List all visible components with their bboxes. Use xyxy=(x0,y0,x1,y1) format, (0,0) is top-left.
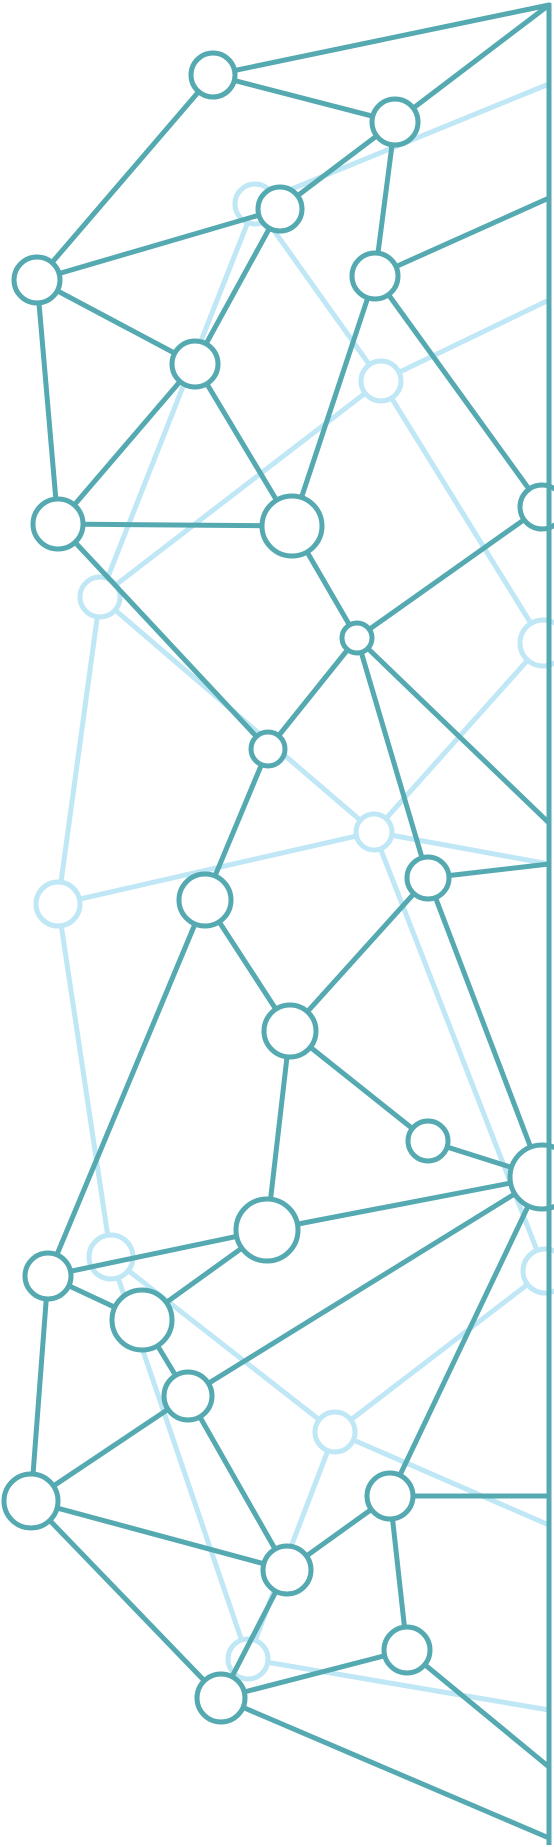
network-node xyxy=(358,358,404,404)
network-edge xyxy=(55,361,198,527)
network-node xyxy=(255,184,305,234)
network-edge xyxy=(45,897,208,1279)
network-edge xyxy=(354,635,552,826)
network-edge xyxy=(192,206,283,367)
network-node xyxy=(30,496,86,552)
network-node xyxy=(364,1470,416,1522)
network-node xyxy=(169,338,221,390)
network-edge xyxy=(332,1429,552,1528)
network-edge xyxy=(210,2,552,78)
network-edge xyxy=(425,875,545,1180)
network-edge xyxy=(34,277,198,367)
network-node xyxy=(161,1369,215,1423)
dark-node-layer xyxy=(1,3,554,1845)
network-edge xyxy=(218,1695,552,1841)
network-node xyxy=(260,1543,314,1597)
network-edge xyxy=(372,273,545,510)
network-edge xyxy=(287,875,431,1034)
network-edge xyxy=(108,1254,338,1435)
network-edge xyxy=(287,1028,431,1144)
network-edge xyxy=(218,1647,410,1701)
network-edge xyxy=(387,1174,545,1499)
network-edge xyxy=(392,2,552,125)
network-edge xyxy=(354,504,545,641)
network-edge xyxy=(34,277,61,527)
network-node xyxy=(176,871,234,929)
network-edge xyxy=(378,378,546,646)
network-edge xyxy=(97,201,258,600)
network-edge xyxy=(372,119,398,279)
network-node xyxy=(11,254,63,306)
network-node xyxy=(353,811,395,853)
network-node xyxy=(517,617,554,669)
network-node xyxy=(369,96,421,148)
network-edge xyxy=(404,1647,552,1770)
network-edge xyxy=(97,378,384,600)
network-node xyxy=(248,729,288,769)
network-edge xyxy=(371,829,552,867)
network-node xyxy=(507,1142,554,1212)
network-node xyxy=(188,50,238,100)
network-node xyxy=(194,1671,248,1725)
light-node-layer xyxy=(33,181,554,1682)
network-edge xyxy=(55,521,271,752)
network-node xyxy=(261,1002,319,1060)
network-edge xyxy=(28,1498,224,1701)
network-edge xyxy=(28,1393,191,1504)
network-edge xyxy=(378,297,552,384)
network-node xyxy=(1,1471,61,1531)
network-node xyxy=(233,1196,301,1264)
network-edge xyxy=(34,206,283,283)
network-edge xyxy=(185,1174,545,1399)
network-edge xyxy=(34,72,216,283)
network-node xyxy=(339,620,375,656)
network-node xyxy=(349,250,401,302)
network-edge xyxy=(354,635,431,881)
network-edge xyxy=(252,201,384,384)
network-edge xyxy=(185,1393,290,1573)
network-edge xyxy=(387,1493,410,1653)
network-edge xyxy=(55,901,114,1260)
network-node xyxy=(405,1118,451,1164)
network-edge xyxy=(55,594,103,907)
network-node xyxy=(517,482,554,532)
network-edge xyxy=(28,1273,51,1504)
network-node xyxy=(22,1250,74,1302)
network-node xyxy=(77,574,123,620)
network-node xyxy=(404,854,452,902)
network-node xyxy=(259,493,325,559)
network-edge xyxy=(55,521,295,529)
network-edge xyxy=(45,1227,270,1279)
network-edge xyxy=(289,273,378,529)
network-edge xyxy=(264,1174,545,1233)
network-node xyxy=(312,1409,358,1455)
network-edge xyxy=(210,72,398,125)
network-edge xyxy=(245,1656,552,1713)
network-node xyxy=(109,1287,175,1353)
network-edge xyxy=(28,1498,290,1573)
network-node xyxy=(381,1624,433,1676)
network-node xyxy=(520,1246,554,1296)
network-edge xyxy=(332,1268,548,1435)
network-node xyxy=(33,879,83,929)
network-edge xyxy=(265,635,360,752)
network-edge xyxy=(372,195,552,279)
